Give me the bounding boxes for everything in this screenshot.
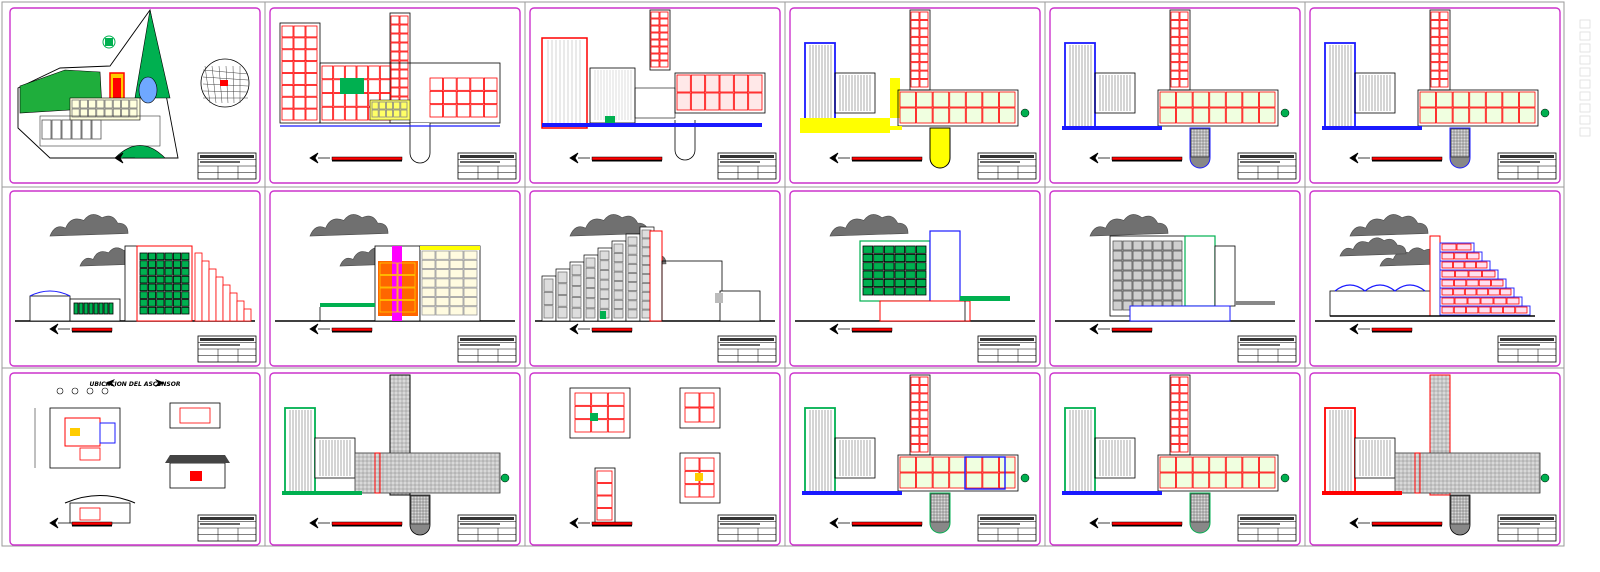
scale-bar xyxy=(1371,521,1443,527)
title-block xyxy=(197,335,257,363)
title-block xyxy=(1497,514,1557,542)
scale-bar xyxy=(591,521,633,527)
drawing-sheet-18-roof-plan[interactable] xyxy=(1309,372,1561,546)
title-block xyxy=(977,514,1037,542)
detail-plans-drawing xyxy=(569,387,721,524)
title-block xyxy=(717,152,777,180)
drawing-sheet-10-elevation[interactable] xyxy=(789,190,1041,367)
sheet-border xyxy=(529,7,781,184)
north-arrow-icon xyxy=(1349,152,1370,164)
title-block xyxy=(1237,152,1297,180)
scale-bar xyxy=(591,156,663,162)
drawing-sheet-8-elevation[interactable] xyxy=(269,190,521,367)
drawing-sheet-16-floor-plan[interactable] xyxy=(789,372,1041,546)
drawing-sheet-13-detail-sheet[interactable]: UBICACION DEL ASCENSOR xyxy=(9,372,261,546)
drawing-sheet-12-section[interactable] xyxy=(1309,190,1561,367)
floor-plan-drawing xyxy=(800,9,1030,169)
north-arrow-icon xyxy=(49,517,70,529)
elevation-drawing xyxy=(795,214,1035,322)
title-block xyxy=(1237,514,1297,542)
north-arrow-icon xyxy=(829,323,850,335)
scale-bar xyxy=(1371,327,1413,333)
drawing-sheet-1-site-plan[interactable] xyxy=(9,7,261,184)
scale-bar xyxy=(331,156,403,162)
floor-plan-drawing xyxy=(1322,9,1550,169)
north-arrow-icon xyxy=(1349,517,1370,529)
title-block xyxy=(717,514,777,542)
scale-bar xyxy=(851,327,893,333)
north-arrow-icon xyxy=(1349,323,1370,335)
scale-bar xyxy=(1111,521,1183,527)
title-block xyxy=(977,152,1037,180)
roof-plan-drawing xyxy=(1322,374,1550,536)
title-block xyxy=(1497,335,1557,363)
sheet-grid-lines xyxy=(1,1,1565,547)
sheet-border xyxy=(269,7,521,184)
drawing-sheet-6-floor-plan[interactable] xyxy=(1309,7,1561,184)
title-block xyxy=(977,335,1037,363)
drawing-sheet-11-elevation[interactable] xyxy=(1049,190,1301,367)
elevation-drawing xyxy=(275,214,515,322)
drawing-sheet-17-floor-plan[interactable] xyxy=(1049,372,1301,546)
floor-plan-drawing xyxy=(279,12,501,164)
scale-bar xyxy=(591,327,633,333)
title-block xyxy=(1497,152,1557,180)
title-block xyxy=(457,152,517,180)
elevation-drawing xyxy=(15,214,255,322)
scale-bar xyxy=(1111,327,1153,333)
drawing-sheet-3-floor-plan[interactable] xyxy=(529,7,781,184)
north-arrow-icon xyxy=(569,152,590,164)
drawing-sheet-14-roof-plan[interactable] xyxy=(269,372,521,546)
north-arrow-icon xyxy=(829,152,850,164)
drawing-sheet-9-elevation[interactable] xyxy=(529,190,781,367)
scale-bar xyxy=(851,521,923,527)
scale-bar xyxy=(331,327,373,333)
scale-bar xyxy=(1111,156,1183,162)
title-block xyxy=(1237,335,1297,363)
detail-sheet-heading: UBICACION DEL ASCENSOR xyxy=(90,381,181,388)
drawing-sheet-2-floor-plan[interactable] xyxy=(269,7,521,184)
north-arrow-icon xyxy=(569,323,590,335)
floor-plan-drawing xyxy=(1062,374,1290,534)
watermark-strip xyxy=(1579,19,1591,137)
floor-plan-drawing xyxy=(1062,9,1290,169)
title-block xyxy=(457,514,517,542)
title-block xyxy=(197,514,257,542)
north-arrow-icon xyxy=(1089,152,1110,164)
north-arrow-icon xyxy=(114,152,135,164)
floor-plan-drawing xyxy=(541,9,766,161)
drawing-sheet-4-floor-plan[interactable] xyxy=(789,7,1041,184)
north-arrow-icon xyxy=(569,517,590,529)
scale-bar xyxy=(1371,156,1443,162)
detail-sheet-drawing: UBICACION DEL ASCENSOR xyxy=(34,379,230,524)
elevation-drawing xyxy=(535,214,775,322)
north-arrow-icon xyxy=(309,517,330,529)
north-arrow-icon xyxy=(1089,517,1110,529)
north-arrow-icon xyxy=(1089,323,1110,335)
scale-bar xyxy=(71,521,113,527)
title-block xyxy=(457,335,517,363)
north-arrow-icon xyxy=(829,517,850,529)
scale-bar xyxy=(331,521,403,527)
elevation-drawing xyxy=(1055,214,1295,322)
drawing-sheet-15-detail-plans[interactable] xyxy=(529,372,781,546)
north-arrow-icon xyxy=(49,323,70,335)
title-block xyxy=(197,152,257,180)
title-block xyxy=(717,335,777,363)
scale-bar xyxy=(851,156,923,162)
site-plan-drawing xyxy=(17,8,250,159)
section-drawing xyxy=(1315,214,1555,322)
drawing-sheet-7-elevation[interactable] xyxy=(9,190,261,367)
floor-plan-drawing xyxy=(802,374,1030,534)
scale-bar xyxy=(71,327,113,333)
drawing-sheet-5-floor-plan[interactable] xyxy=(1049,7,1301,184)
north-arrow-icon xyxy=(309,152,330,164)
north-arrow-icon xyxy=(309,323,330,335)
roof-plan-drawing xyxy=(282,374,510,536)
